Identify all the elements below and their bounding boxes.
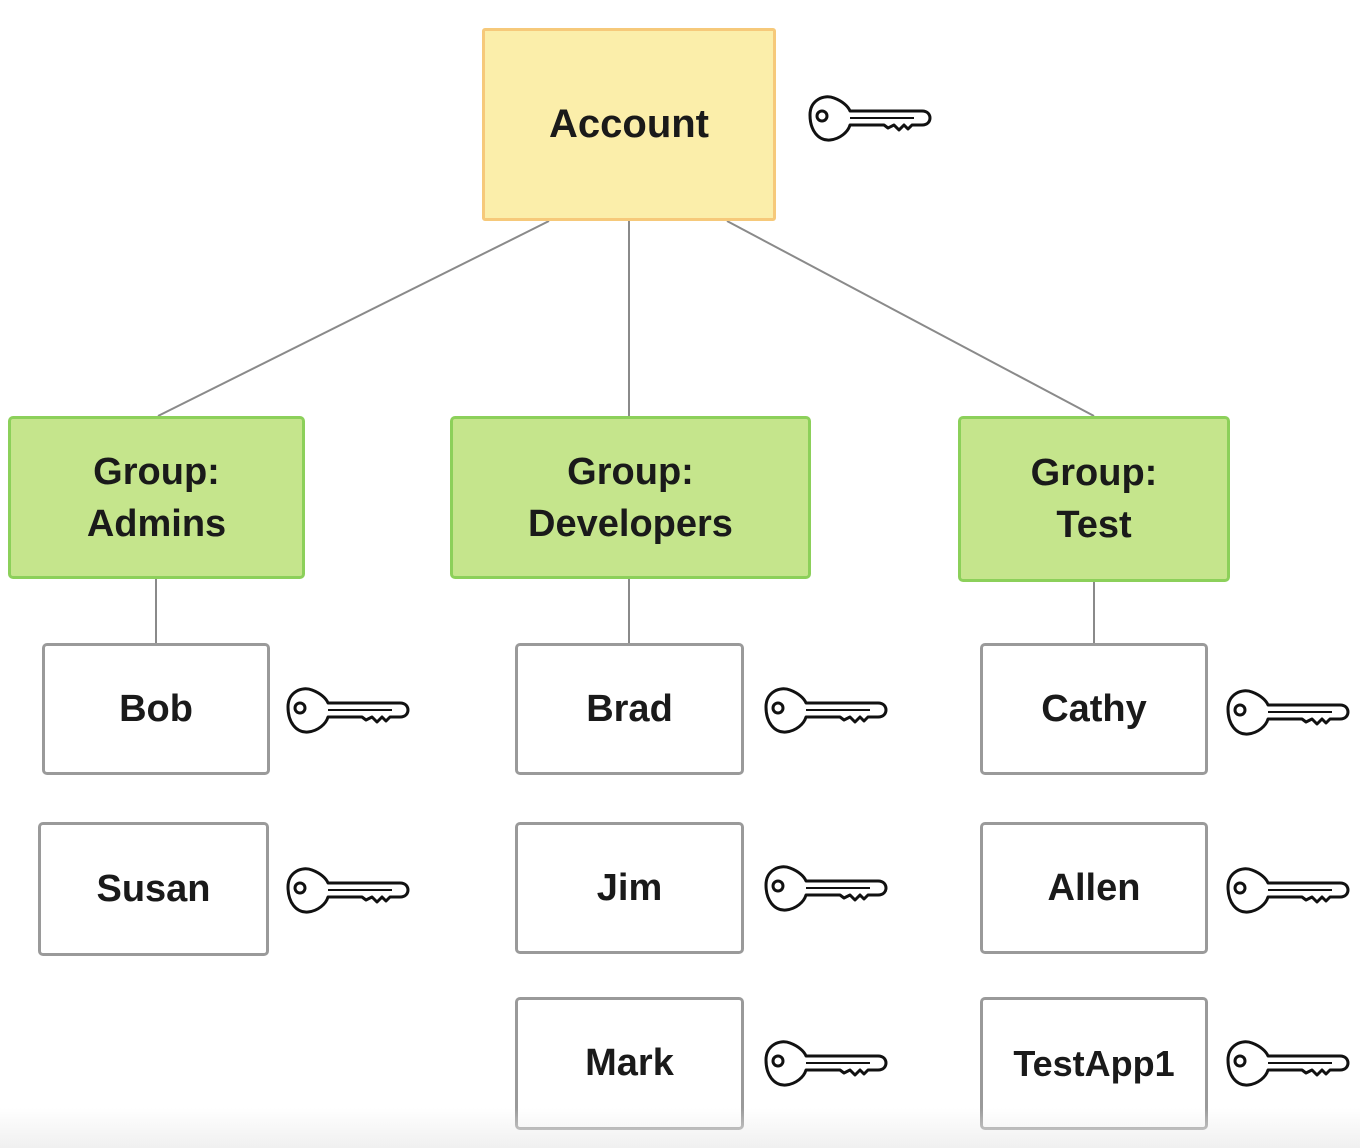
- user-node-mark: Mark: [515, 997, 744, 1130]
- key-icon: [804, 88, 932, 148]
- user-node-testapp1: TestApp1: [980, 997, 1208, 1130]
- user-node-allen: Allen: [980, 822, 1208, 954]
- group-node-developers: Group: Developers: [450, 416, 811, 579]
- user-node-bob: Bob: [42, 643, 270, 775]
- user-label: TestApp1: [1013, 1042, 1175, 1084]
- key-icon: [760, 858, 888, 918]
- user-node-cathy: Cathy: [980, 643, 1208, 775]
- key-icon: [1222, 1033, 1350, 1093]
- user-node-susan: Susan: [38, 822, 269, 956]
- user-label: Jim: [596, 866, 663, 909]
- group-node-admins: Group: Admins: [8, 416, 305, 579]
- connector-account-admins: [157, 220, 550, 417]
- key-icon: [282, 680, 410, 740]
- group-name-label: Test: [1056, 504, 1132, 546]
- user-label: Bob: [119, 687, 193, 730]
- account-label: Account: [549, 102, 709, 146]
- group-prefix-label: Group:: [567, 450, 694, 493]
- user-label: Cathy: [1041, 687, 1147, 730]
- user-label: Brad: [586, 687, 673, 730]
- user-label: Mark: [585, 1042, 674, 1084]
- key-icon: [760, 680, 888, 740]
- group-node-test: Group: Test: [958, 416, 1230, 582]
- group-name-label: Developers: [528, 502, 733, 545]
- key-icon: [1222, 682, 1350, 742]
- user-label: Allen: [1047, 866, 1141, 909]
- group-prefix-label: Group:: [1030, 452, 1158, 494]
- user-node-jim: Jim: [515, 822, 744, 954]
- user-node-brad: Brad: [515, 643, 744, 775]
- connector-account-test: [726, 220, 1095, 417]
- key-icon: [760, 1033, 888, 1093]
- key-icon: [1222, 860, 1350, 920]
- key-icon: [282, 860, 410, 920]
- user-label: Susan: [96, 867, 211, 910]
- group-prefix-label: Group:: [93, 450, 220, 493]
- account-node: Account: [482, 28, 776, 221]
- group-name-label: Admins: [86, 502, 227, 545]
